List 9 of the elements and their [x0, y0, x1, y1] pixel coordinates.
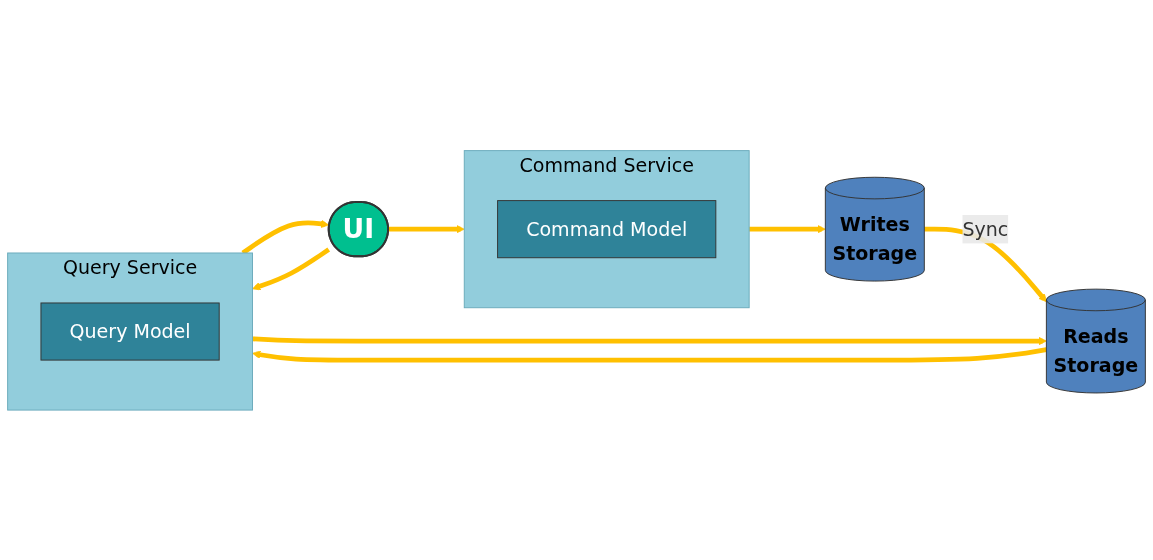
arrow	[388, 224, 465, 233]
node-box: Command Model	[497, 199, 717, 258]
arrow	[252, 247, 331, 290]
node-box: Query Model	[40, 302, 220, 361]
arrow	[749, 224, 826, 233]
arrow	[252, 346, 1047, 363]
edge-label: Sync	[962, 217, 1009, 241]
arrow	[241, 219, 330, 255]
arrow	[252, 336, 1047, 345]
